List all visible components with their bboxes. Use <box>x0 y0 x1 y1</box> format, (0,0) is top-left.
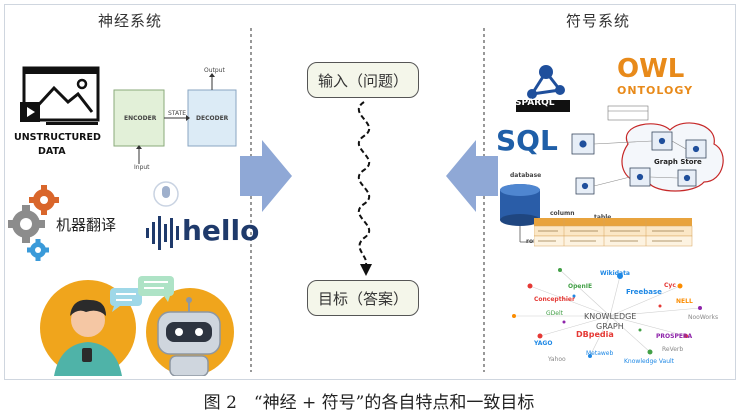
left-arrow-icon <box>446 140 498 212</box>
decoder-label: DECODER <box>196 115 229 122</box>
table-label: table <box>594 214 612 221</box>
gears-icon <box>8 185 59 261</box>
machine-translation-label: 机器翻译 <box>56 216 117 234</box>
graph-store-diagram <box>571 105 724 195</box>
wavy-flow-arrow <box>357 101 372 276</box>
unstructured-data-icon <box>20 66 100 125</box>
kg-name: NELL <box>676 298 693 305</box>
kg-name: PROSPERA <box>656 333 693 340</box>
kg-name: Wikidata <box>600 270 630 277</box>
state-label: STATE <box>168 110 187 117</box>
unstructured-label: UNSTRUCTURED <box>14 132 101 143</box>
row-label: row <box>526 238 539 245</box>
left-panel-title: 神经系统 <box>98 12 163 30</box>
kg-name: NooWorks <box>688 314 719 321</box>
kg-name: Yahoo <box>548 356 566 363</box>
kg-name: Freebase <box>626 288 662 296</box>
human-robot-illustration <box>40 276 234 376</box>
input-label: Input <box>134 164 150 171</box>
column-label: column <box>550 210 575 217</box>
data-label: DATA <box>38 146 66 157</box>
target-answer-box: 目标（答案） <box>307 280 419 316</box>
sparql-logo-icon <box>512 58 574 112</box>
right-panel-title: 符号系统 <box>566 12 631 30</box>
kg-name: ReVerb <box>662 346 684 353</box>
kg-label-line1: KNOWLEDGE <box>584 312 637 321</box>
encoder-label: ENCODER <box>124 115 157 122</box>
kg-name: Knowledge Vault <box>624 358 675 365</box>
kg-label-line2: GRAPH <box>596 322 624 331</box>
hello-label: hello <box>182 214 260 247</box>
voice-icon <box>146 181 179 250</box>
output-label: Output <box>204 67 225 74</box>
kg-name: GDelt <box>546 310 563 317</box>
sparql-label: SPARQL <box>515 98 555 108</box>
kg-name: OpenIE <box>568 283 593 290</box>
kg-name: YAGO <box>534 340 553 347</box>
kg-name: Cyc <box>664 282 676 289</box>
kg-name: DBpedia <box>576 330 614 339</box>
sql-label: SQL <box>496 124 558 157</box>
input-question-box: 输入（问题） <box>307 62 419 98</box>
graph-store-label: Graph Store <box>654 158 702 166</box>
ontology-label: ONTOLOGY <box>617 84 694 97</box>
kg-name: Concepthier <box>534 296 575 303</box>
encoder-decoder-diagram <box>113 73 237 164</box>
right-arrow-icon <box>240 140 292 212</box>
figure-caption: 图 2 “神经 + 符号”的各自特点和一致目标 <box>203 393 535 413</box>
owl-label: OWL <box>617 54 685 84</box>
sql-table-graphic <box>534 218 693 247</box>
kg-name: Metaweb <box>586 350 614 357</box>
database-icon <box>500 184 544 243</box>
knowledge-graph-cloud <box>512 268 702 358</box>
database-label: database <box>510 172 542 179</box>
